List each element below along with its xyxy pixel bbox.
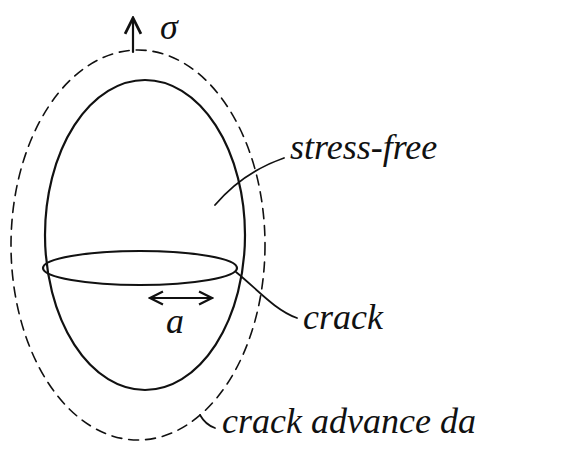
advanced-region-outline bbox=[11, 50, 265, 440]
crack-line bbox=[43, 251, 237, 285]
stress-arrow bbox=[132, 18, 134, 52]
stress-symbol: σ bbox=[160, 8, 178, 48]
leader-line bbox=[215, 158, 284, 205]
part-label: crack bbox=[303, 298, 383, 338]
leader-line bbox=[200, 415, 215, 428]
crack-length-arrow bbox=[150, 297, 212, 299]
note-label: crack advance da bbox=[222, 402, 476, 442]
leader-line bbox=[236, 272, 297, 318]
dimension-label: a bbox=[166, 302, 184, 342]
region-label: stress-free bbox=[290, 128, 437, 168]
stress-free-region bbox=[45, 80, 245, 390]
